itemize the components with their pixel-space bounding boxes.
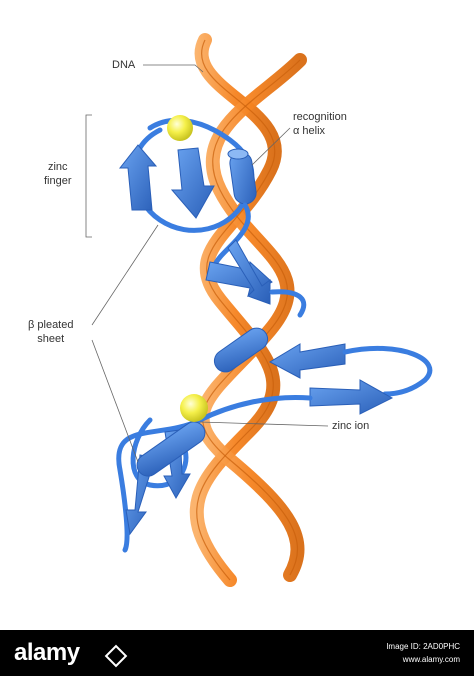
beta-label-line-1: β pleated bbox=[28, 319, 74, 331]
right-loop bbox=[342, 346, 433, 397]
alamy-logo: alamy bbox=[14, 639, 80, 666]
lower-zinc-ion bbox=[180, 394, 208, 422]
recognition-leader bbox=[251, 127, 291, 166]
linker-1 bbox=[212, 202, 251, 268]
footer-meta: Image ID: 2AD0PHC www.alamy.com bbox=[386, 640, 460, 666]
middle-beta-strand-3 bbox=[268, 343, 346, 379]
lower-zinc-finger bbox=[116, 394, 313, 553]
beta-pleated-sheet-label: β pleated sheet bbox=[28, 318, 73, 346]
leader-lines bbox=[85, 64, 329, 463]
watermark-footer: alamy Image ID: 2AD0PHC www.alamy.com bbox=[0, 630, 474, 676]
middle-beta-strand-4 bbox=[309, 379, 394, 415]
lower-alpha-helix bbox=[136, 421, 206, 477]
dna-strand-a-edge bbox=[196, 39, 276, 581]
lower-loop-2 bbox=[130, 417, 189, 489]
zinc-finger-bracket bbox=[85, 114, 92, 238]
zinc-finger-label: zinc finger bbox=[44, 160, 72, 188]
linker-2 bbox=[269, 289, 307, 318]
dna-strand-b-edge bbox=[201, 59, 301, 576]
dna-helix bbox=[189, 33, 307, 587]
middle-protein-segment bbox=[205, 202, 433, 415]
dna-label: DNA bbox=[112, 59, 136, 71]
recognition-alpha-helix bbox=[227, 148, 257, 205]
image-id: Image ID: 2AD0PHC bbox=[386, 642, 460, 651]
recognition-helix-label: recognition α helix bbox=[293, 110, 347, 138]
upper-beta-strand-2 bbox=[170, 147, 215, 219]
dna-strand-b bbox=[195, 53, 307, 582]
middle-alpha-helix bbox=[213, 327, 269, 373]
alamy-diamond-icon bbox=[104, 644, 128, 668]
upper-beta-strand-1 bbox=[118, 144, 158, 211]
dna-leader bbox=[143, 64, 204, 73]
zinc-ion-leader bbox=[199, 421, 329, 427]
zinc-ion-label: zinc ion bbox=[332, 420, 370, 432]
zinc-finger-label-line-1: zinc bbox=[47, 161, 68, 173]
zinc-finger-label-line-2: finger bbox=[44, 175, 72, 187]
beta-leader-lower bbox=[91, 339, 139, 463]
beta-leader-upper bbox=[91, 224, 159, 326]
upper-zinc-finger bbox=[118, 115, 257, 233]
zinc-finger-dna-illustration bbox=[85, 33, 433, 587]
lower-loop bbox=[116, 394, 313, 553]
beta-label-line-2: sheet bbox=[37, 333, 65, 345]
site-url: www.alamy.com bbox=[402, 655, 460, 664]
diagram-canvas: DNA recognition α helix zinc finger β pl… bbox=[28, 33, 433, 587]
upper-zinc-ion bbox=[167, 115, 193, 141]
recognition-label-line-2: α helix bbox=[293, 125, 326, 137]
middle-beta-strand-2 bbox=[227, 239, 271, 305]
recognition-label-line-1: recognition bbox=[293, 111, 347, 123]
